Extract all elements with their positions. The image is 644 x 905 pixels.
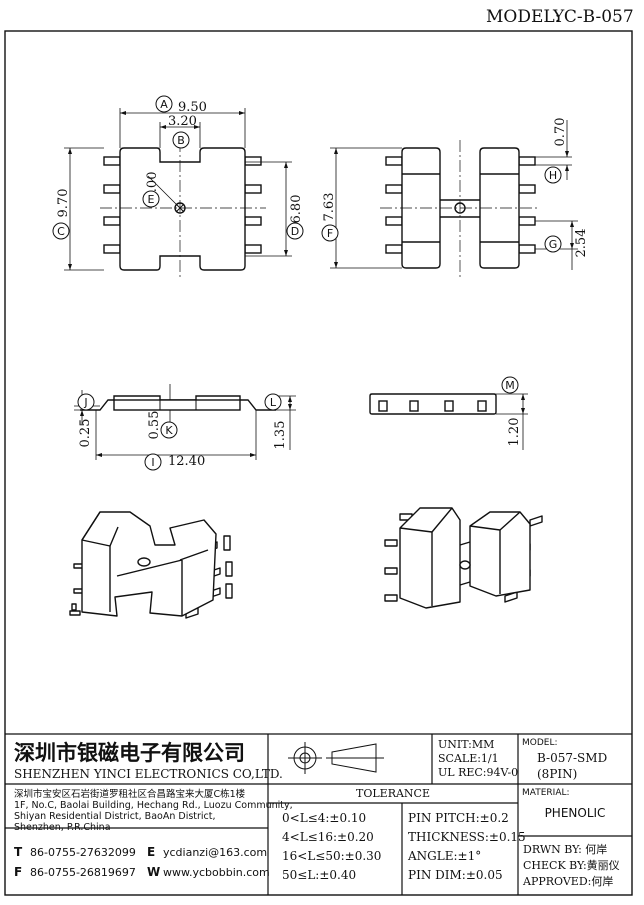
callout-F: F [321,224,339,242]
address-en-line-1: 1F, No.C, Baolai Building, Hechang Rd., … [14,800,293,811]
material-label: MATERIAL: [522,788,570,798]
dim-J-value: 0.25 [78,419,93,448]
tolerance-row-2: 4<L≤16:±0.20 [282,830,374,844]
callout-H-letter: H [549,169,557,182]
callout-K: K [160,421,178,439]
checked-by: CHECK BY:黄丽仪 [523,858,620,872]
callout-G: G [544,235,562,253]
callout-K-letter: K [165,424,173,437]
address-en-line-2: Shiyan Residential District, BaoAn Distr… [14,811,216,822]
callout-J: J [77,393,95,411]
callout-L: L [264,393,282,411]
dim-A-value: 9.50 [178,100,207,115]
tolerance-row-3: 16<L≤50:±0.30 [282,849,381,863]
top-view-right [380,140,540,280]
web-label: W [147,865,160,879]
address-en-line-3: Shenzhen, P.R.China [14,822,111,833]
dim-G-value: 2.54 [574,229,589,258]
callout-C-letter: C [57,225,65,238]
callout-B: B [172,131,190,149]
isometric-view-right [384,507,543,609]
tel-label: T [14,845,23,859]
tolerance-row-4: 50≤L:±0.40 [282,868,356,882]
dim-L-value: 1.35 [273,421,288,450]
callout-E: E [142,190,160,208]
dim-K-value: 0.55 [147,411,162,440]
material-value: PHENOLIC [545,806,606,820]
callout-G-letter: G [549,238,558,251]
drawn-by: DRWN BY: 何岸 [523,843,607,856]
callout-M: M [501,376,519,394]
callout-L-letter: L [270,396,277,409]
ul-rec-label: UL REC:94V-0 [438,766,518,779]
dimension-lines-top-right [330,120,578,270]
callout-A-letter: A [160,98,168,111]
dimension-lines-side-left [74,384,296,460]
angle-tolerance: ANGLE:±1° [407,849,481,863]
side-view-left [80,395,276,411]
callout-H: H [544,166,562,184]
unit-label: UNIT:MM [438,738,494,751]
callout-E-letter: E [148,193,155,206]
web-value: www.ycbobbin.com [163,866,270,879]
dim-B-value: 3.20 [168,114,197,129]
tel-value: 86-0755-27632099 [30,846,136,859]
model-header-label: MODEL: [486,7,560,27]
callout-C: C [52,222,70,240]
thickness-tolerance: THICKNESS:±0.15 [408,830,526,844]
callout-F-letter: F [327,227,333,240]
callout-D: D [286,222,304,240]
email-label: E [147,845,155,859]
company-name-cn: 深圳市银磁电子有限公司 [14,741,245,765]
fax-value: 86-0755-26819697 [30,866,136,879]
callout-J-letter: J [83,396,87,409]
scale-label: SCALE:1/1 [438,752,499,765]
address-cn: 深圳市宝安区石岩街道罗租社区合昌路宝来大厦C栋1楼 [14,788,246,800]
projection-symbol-icon [288,742,384,774]
callout-D-letter: D [291,225,299,238]
email-value: ycdianzi@163.com [163,846,267,859]
dim-F-value: 7.63 [322,193,337,222]
dimension-lines-side-right [496,393,528,450]
tolerance-title: TOLERANCE [356,787,430,800]
pin-pitch-tolerance: PIN PITCH:±0.2 [408,811,509,825]
callout-I: I [144,453,162,471]
model-header-value: YC-B-057 [552,7,634,27]
dim-I-value: 12.40 [168,454,205,469]
dim-D-value: 6.80 [289,195,304,224]
dimension-lines-top-left [64,108,292,271]
arrowheads-top-left [68,111,288,270]
arrowheads-top-right [334,148,574,268]
drawing-frame [4,30,633,896]
dim-M-value: 1.20 [507,418,522,447]
title-block-grid [5,733,632,895]
arrowheads-side-right [521,394,525,414]
approved-by: APPROVED:何岸 [522,875,613,888]
callout-B-letter: B [177,134,185,147]
model-field-value-2: (8PIN) [537,767,577,781]
callout-I-letter: I [151,456,154,469]
company-name-en: SHENZHEN YINCI ELECTRONICS CO,LTD. [14,767,283,781]
pin-dim-tolerance: PIN DIM:±0.05 [408,868,503,882]
top-view-left [100,140,266,280]
isometric-view-left [69,511,233,619]
callout-M-letter: M [505,379,515,392]
model-field-label: MODEL: [522,738,558,748]
dim-H-value: 0.70 [553,118,568,147]
side-view-right [369,393,497,415]
tolerance-row-1: 0<L≤4:±0.10 [282,811,366,825]
model-field-value-1: B-057-SMD [537,751,607,765]
callout-A: A [155,95,173,113]
dim-C-value: 9.70 [56,189,71,218]
fax-label: F [14,865,22,879]
